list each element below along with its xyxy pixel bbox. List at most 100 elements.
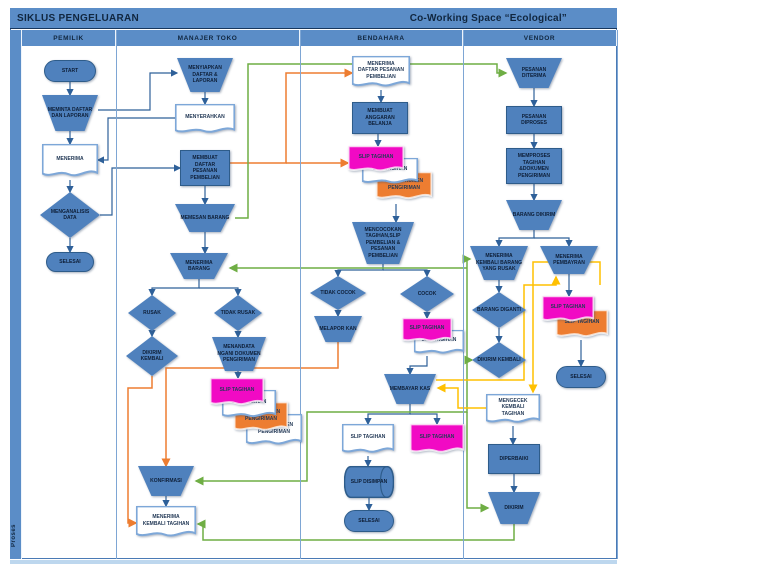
node-label: SLIP TAGIHAN xyxy=(350,434,386,441)
node-label: DIKIRIM KEMBALI xyxy=(477,356,521,363)
node-menerima-kembali-barang: MENERIMA KEMBALI BARANG YANG RUSAK xyxy=(470,246,528,280)
node-label: SLIP TAGIHAN xyxy=(358,154,394,161)
rect-shape xyxy=(352,102,408,134)
node-slip-tagihan-b6: SLIP TAGIHAN xyxy=(410,424,464,456)
oval-shape xyxy=(344,510,394,532)
node-pesanan-diterima: PESANAN DITERIMA xyxy=(506,58,562,88)
node-label: COCOK xyxy=(417,290,437,297)
node-start: START xyxy=(44,60,96,82)
node-menandatangani-dokumen: MENANDATA NGANI DOKUMEN PENGIRIMAN xyxy=(212,337,266,371)
rect-shape xyxy=(180,150,230,186)
node-label: MELAPOR KAN xyxy=(319,325,357,332)
node-membuat-daftar-pesanan: MEMBUAT DAFTAR PESANAN PEMBELIAN xyxy=(180,150,230,186)
node-menerima-barang: MENERIMA BARANG xyxy=(170,253,228,279)
node-label: SLIP TAGIHAN xyxy=(409,325,445,332)
lane-header-manajer-toko: MANAJER TOKO xyxy=(116,30,300,46)
node-membayar-kas: MEMBAYAR KAS xyxy=(384,374,436,404)
oval-shape xyxy=(46,252,94,272)
document-shape xyxy=(175,104,235,136)
node-label: SLIP TAGIHAN xyxy=(419,434,455,441)
node-meminta-daftar: MEMINTA DAFTAR DAN LAPORAN xyxy=(42,95,98,131)
oval-shape xyxy=(44,60,96,82)
rect-shape xyxy=(506,148,562,184)
node-label: MEMBAYAR KAS xyxy=(389,385,431,392)
node-slip-disimpan: SLIP DISIMPAN xyxy=(344,466,394,498)
node-label: TIDAK RUSAK xyxy=(220,309,256,316)
node-menyerahkan: MENYERAHKAN xyxy=(175,104,235,136)
rect-shape xyxy=(506,106,562,134)
lane-divider xyxy=(300,30,301,559)
bottom-accent-bar xyxy=(10,560,617,564)
lane-header-pemilik: PEMILIK xyxy=(22,30,116,46)
node-label: SLIP DISIMPAN xyxy=(350,478,388,485)
node-menyiapkan-daftar: MENYIAPKAN DAFTAR & LAPORAN xyxy=(177,58,233,92)
node-barang-dikirim: BARANG DIKIRIM xyxy=(506,200,562,230)
node-slip-tagihan-v1: SLIP TAGIHAN xyxy=(542,296,594,324)
node-label: DIKIRIM xyxy=(504,504,524,511)
node-label: MENYERAHKAN xyxy=(185,114,225,121)
cylinder-shape xyxy=(344,466,394,498)
node-label: SLIP TAGIHAN xyxy=(219,387,255,394)
node-label: MENERIMA DAFTAR PESANAN PEMBELIAN xyxy=(357,60,405,80)
node-label: SLIP TAGIHAN xyxy=(564,319,600,326)
node-label: SLIP TAGIHAN xyxy=(550,304,586,311)
node-memesan-barang: MEMESAN BARANG xyxy=(175,204,235,232)
node-selesai-pemilik: SELESAI xyxy=(46,252,94,272)
node-mencocokan-tagihan: MENCOCOKAN TAGIHAN,SLIP PEMBELIAN & PESA… xyxy=(352,222,414,264)
document-shape xyxy=(42,144,98,180)
side-strip-label: Proses xyxy=(11,523,17,547)
node-label: MEMBUAT ANGGARAN BELANJA xyxy=(365,108,395,128)
node-tidak-cocok: TIDAK COCOK xyxy=(310,276,366,310)
node-mengecek-kembali-tagihan: MENGECEK KEMBALI TAGIHAN xyxy=(486,394,540,426)
node-label: SELESAI xyxy=(59,258,81,265)
node-label: DIPERBAIKI xyxy=(499,455,529,462)
page-subtitle: Co-Working Space “Ecological” xyxy=(409,12,567,24)
node-slip-tagihan-b1: SLIP TAGIHAN xyxy=(348,146,404,174)
node-label: BARANG DIGANTI xyxy=(477,306,521,313)
node-menganalisis-data: MENGANALISIS DATA xyxy=(40,192,100,238)
node-label: MENERIMA KEMBALI BARANG YANG RUSAK xyxy=(475,253,523,273)
node-pesanan-diproses: PESANAN DIPROSES xyxy=(506,106,562,134)
node-slip-tagihan-b3: SLIP TAGIHAN xyxy=(402,318,452,344)
node-menerima-pembayaran: MENERIMA PEMBAYRAN xyxy=(540,246,598,274)
node-melaporkan: MELAPOR KAN xyxy=(314,316,362,342)
node-label: PESANAN DIPROSES xyxy=(521,113,547,127)
node-membuat-anggaran: MEMBUAT ANGGARAN BELANJA xyxy=(352,102,408,134)
title-bar: SIKLUS PENGELUARAN Co-Working Space “Eco… xyxy=(10,8,617,29)
node-label: KONFIRMASI xyxy=(150,477,182,484)
document-shape xyxy=(136,506,196,540)
node-label: START xyxy=(61,67,79,74)
page-title: SIKLUS PENGELUARAN xyxy=(17,12,140,24)
node-label: MENANDATA NGANI DOKUMEN PENGIRIMAN xyxy=(217,344,261,364)
node-label: MENCOCOKAN TAGIHAN,SLIP PEMBELIAN & PESA… xyxy=(364,226,402,259)
node-slip-tagihan-b5: SLIP TAGIHAN xyxy=(342,424,394,456)
document-shape xyxy=(348,146,404,174)
document-shape xyxy=(210,378,264,408)
node-dikirim-kembali-vendor: DIKIRIM KEMBALI xyxy=(472,342,526,378)
node-label: MENERIMA BARANG xyxy=(185,259,213,273)
node-label: MEMESAN BARANG xyxy=(180,214,230,221)
node-label: TIDAK COCOK xyxy=(320,289,356,296)
node-label: MENGECEK KEMBALI TAGIHAN xyxy=(498,397,528,417)
node-label: MENYIAPKAN DAFTAR & LAPORAN xyxy=(188,65,222,85)
node-memproses-tagihan: MEMPROSES TAGIHAN &DOKUMEN PENGIRIMAN xyxy=(506,148,562,184)
node-label: SELESAI xyxy=(570,373,592,380)
node-menerima-daftar-pesanan: MENERIMA DAFTAR PESANAN PEMBELIAN xyxy=(352,56,410,90)
document-shape xyxy=(410,424,464,456)
lane-divider xyxy=(463,30,464,559)
document-shape xyxy=(402,318,452,344)
node-label: SELESAI xyxy=(358,517,380,524)
node-tidak-rusak: TIDAK RUSAK xyxy=(214,295,262,331)
node-label: MENGANALISIS DATA xyxy=(50,208,90,222)
document-shape xyxy=(342,424,394,456)
node-label: BARANG DIKIRIM xyxy=(512,211,556,218)
document-shape xyxy=(486,394,540,426)
rect-shape xyxy=(488,444,540,474)
node-diperbaiki: DIPERBAIKI xyxy=(488,444,540,474)
node-rusak: RUSAK xyxy=(128,295,176,331)
node-dikirim-kembali-manajer: DIKIRIM KEMBALI xyxy=(126,336,178,376)
node-label: PESANAN DITERIMA xyxy=(521,66,547,80)
document-shape xyxy=(352,56,410,90)
